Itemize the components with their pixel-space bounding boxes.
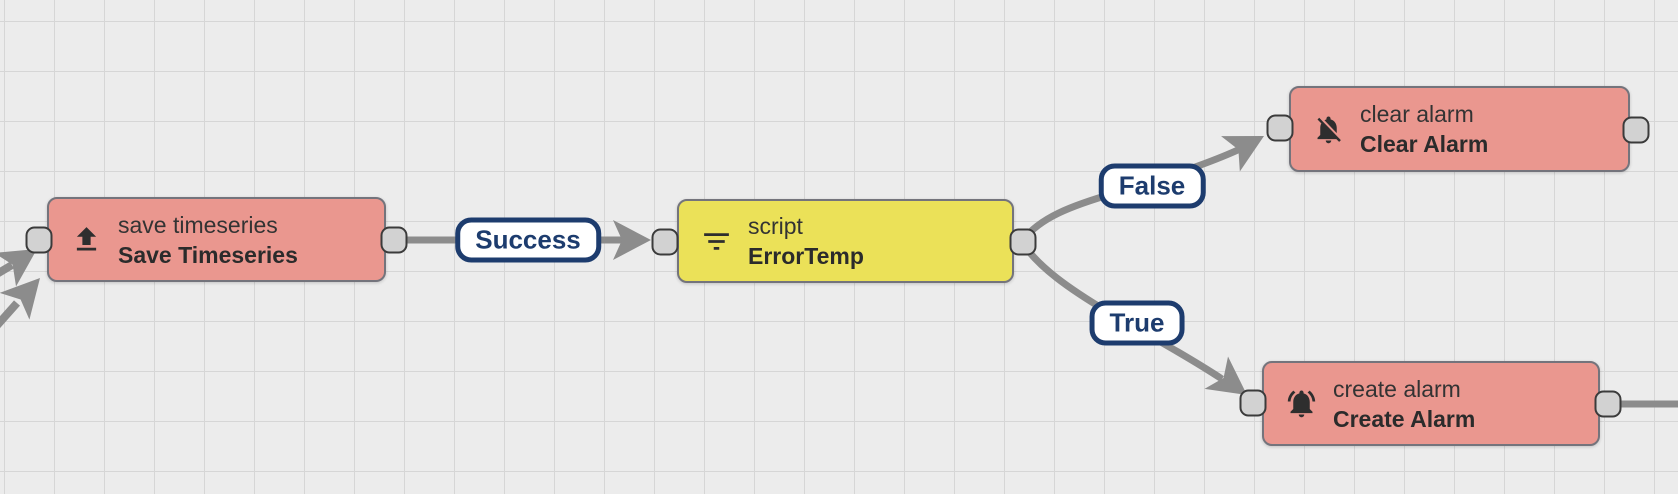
edge-true-arrowhead xyxy=(1204,356,1247,395)
node-script[interactable]: script ErrorTemp xyxy=(677,199,1014,283)
filter-list-icon xyxy=(700,225,733,258)
node-save-timeseries[interactable]: save timeseries Save Timeseries xyxy=(47,197,386,282)
link-label-false[interactable]: False xyxy=(1098,163,1206,209)
node-name-label: ErrorTemp xyxy=(748,243,864,269)
port-script-output[interactable] xyxy=(1009,228,1037,256)
node-create-alarm[interactable]: create alarm Create Alarm xyxy=(1262,361,1600,446)
edge-incoming-b[interactable] xyxy=(0,300,20,367)
node-name-label: Save Timeseries xyxy=(118,241,298,268)
port-clear-alarm-output[interactable] xyxy=(1622,116,1650,144)
notifications-active-icon xyxy=(1285,387,1318,420)
notifications-off-icon xyxy=(1312,113,1345,146)
port-save-timeseries-input[interactable] xyxy=(25,226,53,254)
port-clear-alarm-input[interactable] xyxy=(1266,114,1294,142)
link-label-success[interactable]: Success xyxy=(455,217,601,263)
edge-incoming-b-arrowhead xyxy=(0,278,40,320)
port-create-alarm-output[interactable] xyxy=(1594,390,1622,418)
edge-incoming-a[interactable] xyxy=(0,261,15,296)
port-script-input[interactable] xyxy=(651,228,679,256)
link-label-true[interactable]: True xyxy=(1089,300,1185,346)
node-type-label: clear alarm xyxy=(1360,101,1474,127)
upload-icon xyxy=(70,223,103,256)
edge-incoming-a-arrowhead xyxy=(0,249,37,287)
node-name-label: Create Alarm xyxy=(1333,405,1476,432)
node-type-label: script xyxy=(748,213,803,239)
node-name-label: Clear Alarm xyxy=(1360,131,1489,157)
port-save-timeseries-output[interactable] xyxy=(380,226,408,254)
port-create-alarm-input[interactable] xyxy=(1239,389,1267,417)
node-clear-alarm[interactable]: clear alarm Clear Alarm xyxy=(1289,86,1630,172)
node-type-label: save timeseries xyxy=(118,211,278,238)
edge-false-arrowhead xyxy=(1221,136,1264,172)
edge-success-arrowhead xyxy=(613,220,651,260)
node-type-label: create alarm xyxy=(1333,375,1461,402)
